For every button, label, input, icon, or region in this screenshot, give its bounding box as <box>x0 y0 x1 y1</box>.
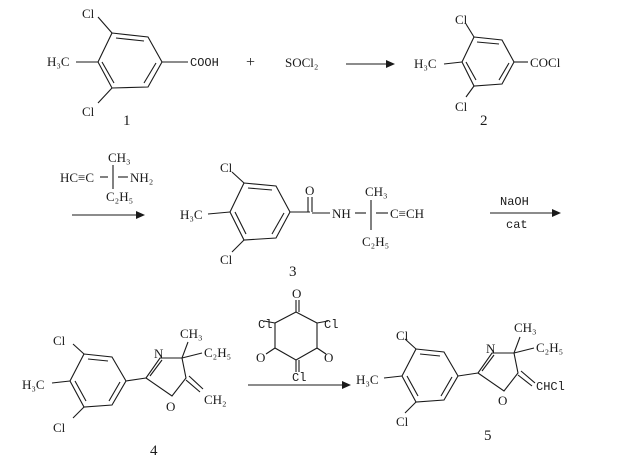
arrow-step-1 <box>346 60 395 68</box>
cl-top-3: Cl <box>220 160 233 175</box>
alkyne-3: C≡CH <box>390 206 424 221</box>
chloranil-o-bottom-left: O <box>256 350 265 365</box>
c2h5-5: C₂H₅ <box>536 340 563 355</box>
compound-1-number: 1 <box>123 113 131 129</box>
h3c-2: H₃C <box>414 56 437 71</box>
compound-4: Cl Cl H₃C N O CH₃ C₂H₅ CH₂ 4 <box>22 326 231 459</box>
cocl-label: COCl <box>530 55 561 70</box>
amine-c2h5: C₂H₅ <box>106 189 133 204</box>
amine-ch3: CH₃ <box>108 150 131 165</box>
h3c-5: H₃C <box>356 372 379 387</box>
carbonyl-o-3: O <box>305 183 314 198</box>
compound-2: Cl Cl H₃C COCl 2 <box>414 12 561 129</box>
chloranil-o-bottom-right: O <box>324 350 333 365</box>
naoh-reagent: NaOH <box>500 195 529 209</box>
compound-2-number: 2 <box>480 113 488 129</box>
cl-bottom-3: Cl <box>220 252 233 267</box>
chcl-5: CHCl <box>536 380 565 394</box>
compound-5-oxazoline <box>477 352 519 392</box>
arrow-step-2 <box>72 211 145 219</box>
ch3-4: CH₃ <box>180 326 203 341</box>
compound-1-ring <box>97 32 163 89</box>
compound-3-ring <box>229 182 291 241</box>
arrow-step-3 <box>490 209 561 217</box>
o-4: O <box>166 399 175 414</box>
h3c-1: H₃C <box>47 54 70 69</box>
compound-5-number: 5 <box>484 428 492 444</box>
amine-hc-c: HC≡C <box>60 170 94 185</box>
compound-5: Cl Cl H₃C N O CH₃ C₂H₅ CHCl 5 <box>356 320 565 444</box>
arrow-step-4 <box>248 381 351 389</box>
compound-5-ring <box>401 348 459 403</box>
cl-top-2: Cl <box>455 12 468 27</box>
o-5: O <box>498 393 507 408</box>
ch3-5: CH₃ <box>514 320 537 335</box>
compound-4-ring <box>69 353 127 408</box>
amine-nh2: NH₂ <box>130 170 153 185</box>
n-4: N <box>154 346 164 361</box>
n-5: N <box>486 341 496 356</box>
c2h5-4: C₂H₅ <box>204 345 231 360</box>
ch3-3: CH₃ <box>365 184 388 199</box>
cl-bottom-1: Cl <box>82 104 95 119</box>
compound-4-oxazoline <box>145 357 187 397</box>
chloranil-reagent: O Cl Cl O O Cl <box>256 286 338 385</box>
chloranil-ring <box>274 311 318 361</box>
chloranil-o-top: O <box>292 286 301 301</box>
cooh-label: COOH <box>190 56 219 70</box>
compound-3: Cl Cl H₃C O NH CH₃ C≡CH C₂H₅ 3 <box>180 160 424 280</box>
plus-sign: + <box>246 54 255 71</box>
cl-top-5: Cl <box>396 328 409 343</box>
amine-reagent: CH₃ HC≡C NH₂ C₂H₅ <box>60 150 153 204</box>
compound-4-number: 4 <box>150 443 158 459</box>
ch2-4: CH₂ <box>204 392 227 407</box>
compound-3-number: 3 <box>289 264 297 280</box>
nh-3: NH <box>332 206 351 221</box>
cl-bottom-2: Cl <box>455 99 468 114</box>
chloranil-cl-bottom: Cl <box>292 371 306 385</box>
chloranil-cl-left: Cl <box>258 318 272 332</box>
compound-1: Cl Cl H₃C COOH 1 <box>47 6 219 129</box>
cl-bottom-4: Cl <box>53 420 66 435</box>
h3c-3: H₃C <box>180 207 203 222</box>
c2h5-3: C₂H₅ <box>362 234 389 249</box>
chloranil-cl-right: Cl <box>324 318 338 332</box>
socl2-reagent: SOCl₂ <box>285 55 318 70</box>
cl-top-4: Cl <box>53 333 66 348</box>
cl-top-1: Cl <box>82 6 95 21</box>
cl-bottom-5: Cl <box>396 414 409 429</box>
cat-conditions: cat <box>506 218 528 232</box>
h3c-4: H₃C <box>22 377 45 392</box>
compound-2-ring <box>461 36 515 87</box>
